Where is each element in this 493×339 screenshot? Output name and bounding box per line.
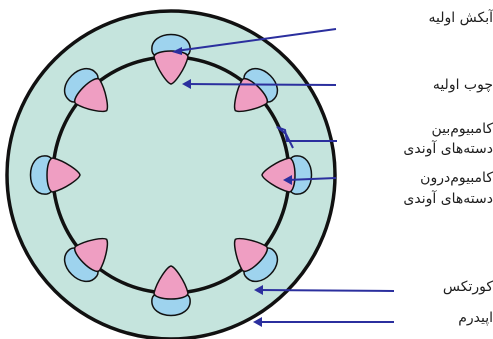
epidermis-label: اپیدرم — [46, 309, 493, 328]
primary-phloem-label: آبکش اولیه — [118, 9, 493, 28]
interfascicular-cambium-label-line1: کامبیوم‌بین — [40, 120, 493, 139]
cortex-label: کورتکس — [46, 278, 493, 297]
fascicular-cambium-label-line2: دسته‌های آوندی — [34, 190, 493, 209]
fascicular-cambium-label-line1: کامبیوم‌درون — [38, 169, 493, 188]
primary-xylem-label: چوب اولیه — [113, 76, 493, 95]
interfascicular-cambium-label-line2: دسته‌های آوندی — [38, 140, 493, 159]
